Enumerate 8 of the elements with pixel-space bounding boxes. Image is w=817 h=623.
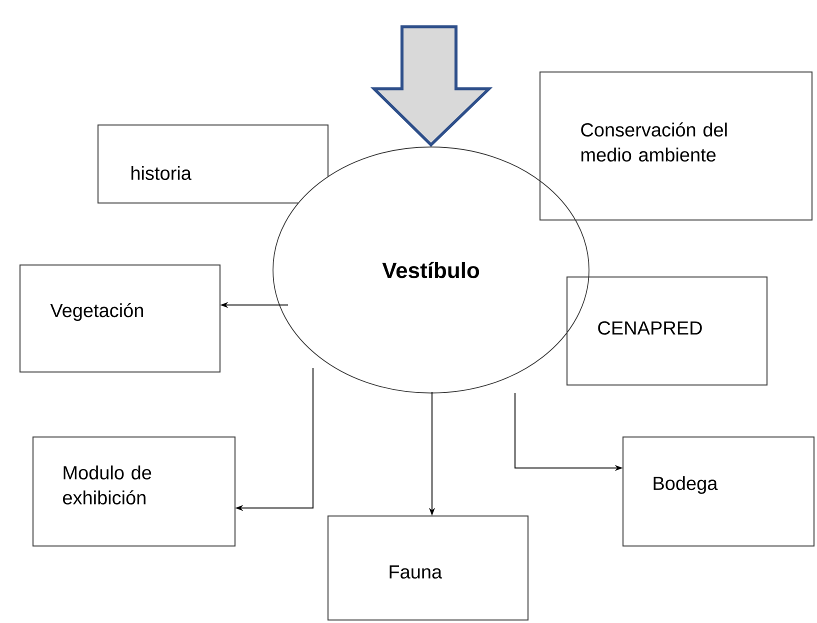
room-box: Fauna	[328, 516, 528, 620]
room-box: Modulo de exhibición	[32, 436, 236, 546]
room-box: Bodega	[622, 436, 814, 546]
room-box: Conservación del medio ambiente	[540, 72, 812, 220]
room-box: Vegetación	[20, 264, 220, 372]
block-arrow	[370, 25, 493, 147]
room-box: CENAPRED	[566, 276, 768, 386]
room-box: historia	[98, 124, 328, 204]
